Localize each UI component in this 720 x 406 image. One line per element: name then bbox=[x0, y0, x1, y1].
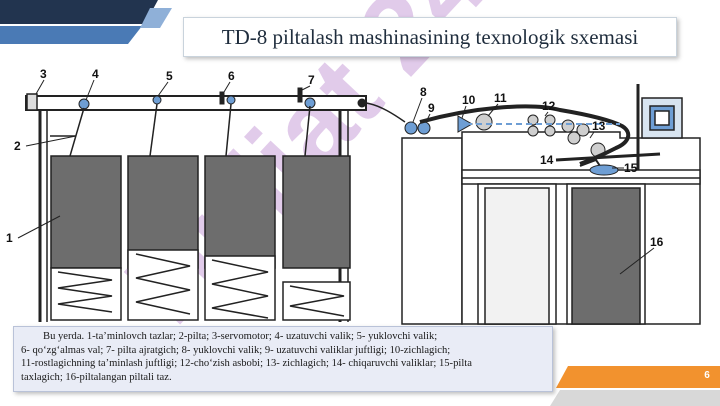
label-2: 2 bbox=[14, 139, 21, 153]
label-10: 10 bbox=[462, 93, 476, 107]
decor-orange-bar bbox=[556, 366, 720, 388]
caption-line-4: taxlagich; 16-piltalangan piltali taz. bbox=[21, 371, 172, 383]
diagram-number-labels: 1 2 3 4 5 6 7 8 9 10 11 12 13 14 15 16 bbox=[6, 67, 664, 249]
label-16: 16 bbox=[650, 235, 664, 249]
label-8: 8 bbox=[420, 85, 427, 99]
label-5: 5 bbox=[166, 69, 173, 83]
decor-navy-bar bbox=[0, 0, 158, 24]
control-panel bbox=[636, 84, 683, 170]
label-3: 3 bbox=[40, 67, 47, 81]
decor-light-bar bbox=[140, 8, 172, 28]
label-13: 13 bbox=[592, 119, 606, 133]
leader-lines bbox=[17, 79, 655, 275]
label-15: 15 bbox=[624, 161, 638, 175]
decor-blue-bar bbox=[0, 26, 142, 44]
caption-box: Bu yerda. 1-ta’minlovch tazlar; 2-pilta;… bbox=[13, 326, 553, 392]
label-14: 14 bbox=[540, 153, 554, 167]
caption-line-1: Bu yerda. 1-ta’minlovch tazlar; 2-pilta;… bbox=[43, 331, 438, 342]
bottom-right-decoration bbox=[550, 366, 720, 406]
caption-line-2: 6- qo‘zg‘almas val; 7- pilta ajratgich; … bbox=[21, 344, 451, 356]
title-box: TD-8 piltalash mashinasining texnologik … bbox=[183, 17, 677, 57]
page-title: TD-8 piltalash mashinasining texnologik … bbox=[221, 24, 639, 49]
feed-cans bbox=[50, 155, 351, 321]
label-12: 12 bbox=[542, 99, 556, 113]
label-7: 7 bbox=[308, 73, 315, 87]
page-number: 6 bbox=[704, 370, 710, 381]
machine-diagram: 1 2 3 4 5 6 7 8 9 10 11 12 13 14 15 16 bbox=[6, 67, 701, 325]
label-4: 4 bbox=[92, 67, 99, 81]
label-6: 6 bbox=[228, 69, 235, 83]
label-1: 1 bbox=[6, 231, 13, 245]
label-9: 9 bbox=[428, 101, 435, 115]
sliver-lines bbox=[50, 102, 406, 157]
label-11: 11 bbox=[494, 91, 507, 105]
machine-rollers bbox=[404, 104, 661, 176]
top-left-decoration bbox=[0, 0, 172, 44]
drawing-machine-body bbox=[401, 131, 701, 325]
caption-line-3: 11-rostlagichning ta’minlash juftligi; 1… bbox=[21, 358, 472, 370]
decor-gray-bar bbox=[550, 390, 720, 406]
